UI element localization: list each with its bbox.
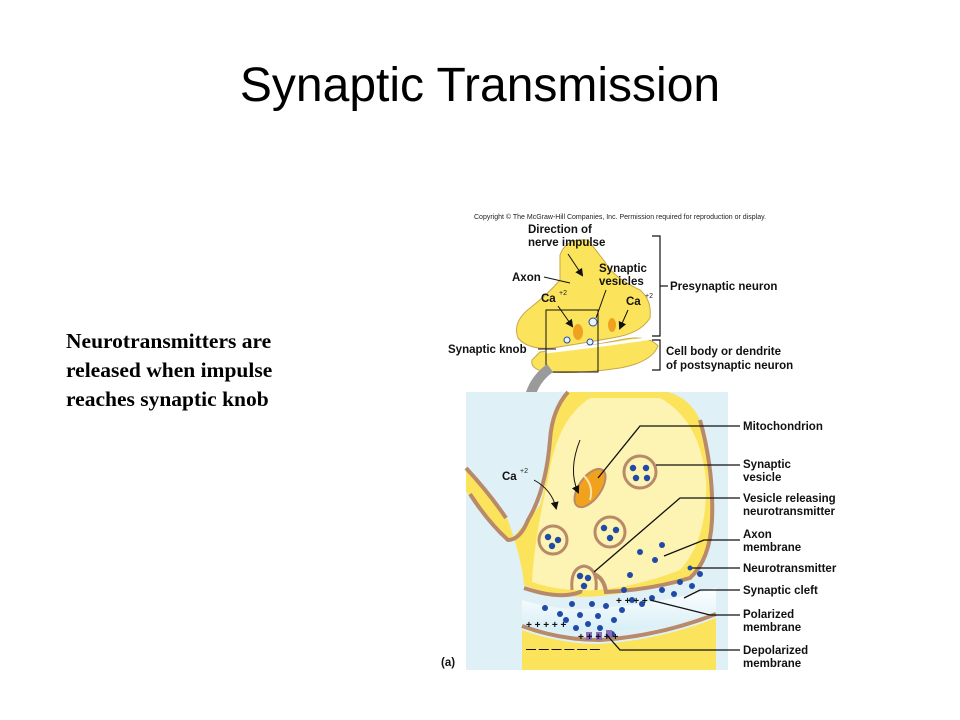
mini-mitochondrion bbox=[573, 324, 583, 340]
depolarized-membrane-label: Depolarized bbox=[743, 645, 808, 657]
axon-membrane bbox=[468, 390, 570, 543]
direction-label-2: nerve impulse bbox=[528, 237, 605, 249]
plus-charges-bottom: + + + + + bbox=[578, 632, 618, 643]
vesicle-releasing-label: Vesicle releasing bbox=[743, 493, 836, 505]
presynaptic-neuron-shape bbox=[516, 239, 651, 349]
body-line-2: released when impulse bbox=[66, 358, 273, 382]
neurotransmitter-dots bbox=[542, 542, 703, 637]
ca-right-superscript: +2 bbox=[645, 293, 653, 300]
ca-left-arrow bbox=[557, 305, 574, 328]
body-line-3: reaches synaptic knob bbox=[66, 387, 269, 411]
mitochondrion-crista bbox=[583, 475, 593, 501]
depolarized-membrane-label-2: membrane bbox=[743, 658, 801, 670]
ca-detail-arrow bbox=[533, 479, 559, 510]
mitochondrion-label: Mitochondrion bbox=[743, 421, 823, 433]
vesicle-releasing-label-2: neurotransmitter bbox=[743, 506, 836, 518]
slide-title: Synaptic Transmission bbox=[239, 59, 721, 112]
axon-label: Axon bbox=[512, 272, 541, 284]
synaptic-vesicle-label-2: vesicle bbox=[743, 472, 781, 484]
synaptic-vesicle-label: Synaptic bbox=[743, 459, 792, 471]
panel-label: (a) bbox=[441, 657, 455, 669]
plus-charges-right: + + + + bbox=[616, 596, 648, 607]
synaptic-knob-label: Synaptic knob bbox=[448, 344, 527, 356]
ca-right-arrow bbox=[618, 309, 629, 330]
postsynaptic-bracket bbox=[652, 339, 661, 371]
cell-body-label: Cell body or dendrite bbox=[666, 346, 781, 358]
ca-left-superscript: +2 bbox=[559, 290, 567, 297]
ca-right-label: Ca bbox=[626, 296, 641, 308]
impulse-arrow bbox=[567, 253, 584, 277]
presynaptic-label: Presynaptic neuron bbox=[670, 281, 777, 293]
neurotransmitter-marker bbox=[687, 565, 693, 571]
mini-vesicle bbox=[588, 317, 598, 327]
minus-charges: — — — — — — bbox=[526, 644, 600, 655]
vesicle bbox=[622, 454, 658, 490]
neurotransmitter-label: Neurotransmitter bbox=[743, 563, 837, 575]
vesicles-leader bbox=[595, 289, 607, 319]
body-text: Neurotransmitters are released when impu… bbox=[66, 327, 386, 414]
leader-lines bbox=[593, 425, 740, 651]
synaptic-cleft-line bbox=[544, 336, 653, 354]
ca-detail-superscript: +2 bbox=[520, 468, 528, 475]
mini-vesicle bbox=[586, 338, 594, 346]
axon-membrane-label-2: membrane bbox=[743, 542, 801, 554]
vesicle bbox=[593, 515, 627, 549]
ca-detail-label: Ca bbox=[502, 471, 517, 483]
receptor-sites bbox=[586, 630, 612, 640]
left-membrane bbox=[464, 466, 508, 520]
copyright-text: Copyright © The McGraw-Hill Companies, I… bbox=[474, 213, 766, 221]
vesicle bbox=[537, 524, 569, 556]
synaptic-cleft-label: Synaptic cleft bbox=[743, 585, 818, 597]
mini-mitochondrion bbox=[608, 318, 616, 332]
synaptic-cleft bbox=[522, 588, 716, 633]
ca-left-label: Ca bbox=[541, 293, 556, 305]
postsynaptic-cell bbox=[522, 618, 716, 670]
knob-highlight-box bbox=[545, 309, 599, 373]
plus-charges-left: + + + + + bbox=[526, 620, 566, 631]
presynaptic-bracket bbox=[652, 235, 661, 337]
cell-body-label-2: of postsynaptic neuron bbox=[666, 360, 793, 372]
axon-leader bbox=[543, 276, 571, 284]
ca-inner-arrow bbox=[571, 439, 581, 494]
polarized-membrane-label-2: membrane bbox=[743, 622, 801, 634]
polarized-membrane-label: Polarized bbox=[743, 609, 794, 621]
direction-label: Direction of bbox=[528, 224, 592, 236]
mini-vesicle bbox=[563, 336, 571, 344]
releasing-vesicle bbox=[570, 564, 598, 591]
synaptic-vesicles-label-2: vesicles bbox=[599, 276, 644, 288]
body-line-1: Neurotransmitters are bbox=[66, 329, 272, 353]
synaptic-vesicles-label: Synaptic bbox=[599, 263, 648, 275]
axon-membrane-label: Axon bbox=[743, 529, 772, 541]
